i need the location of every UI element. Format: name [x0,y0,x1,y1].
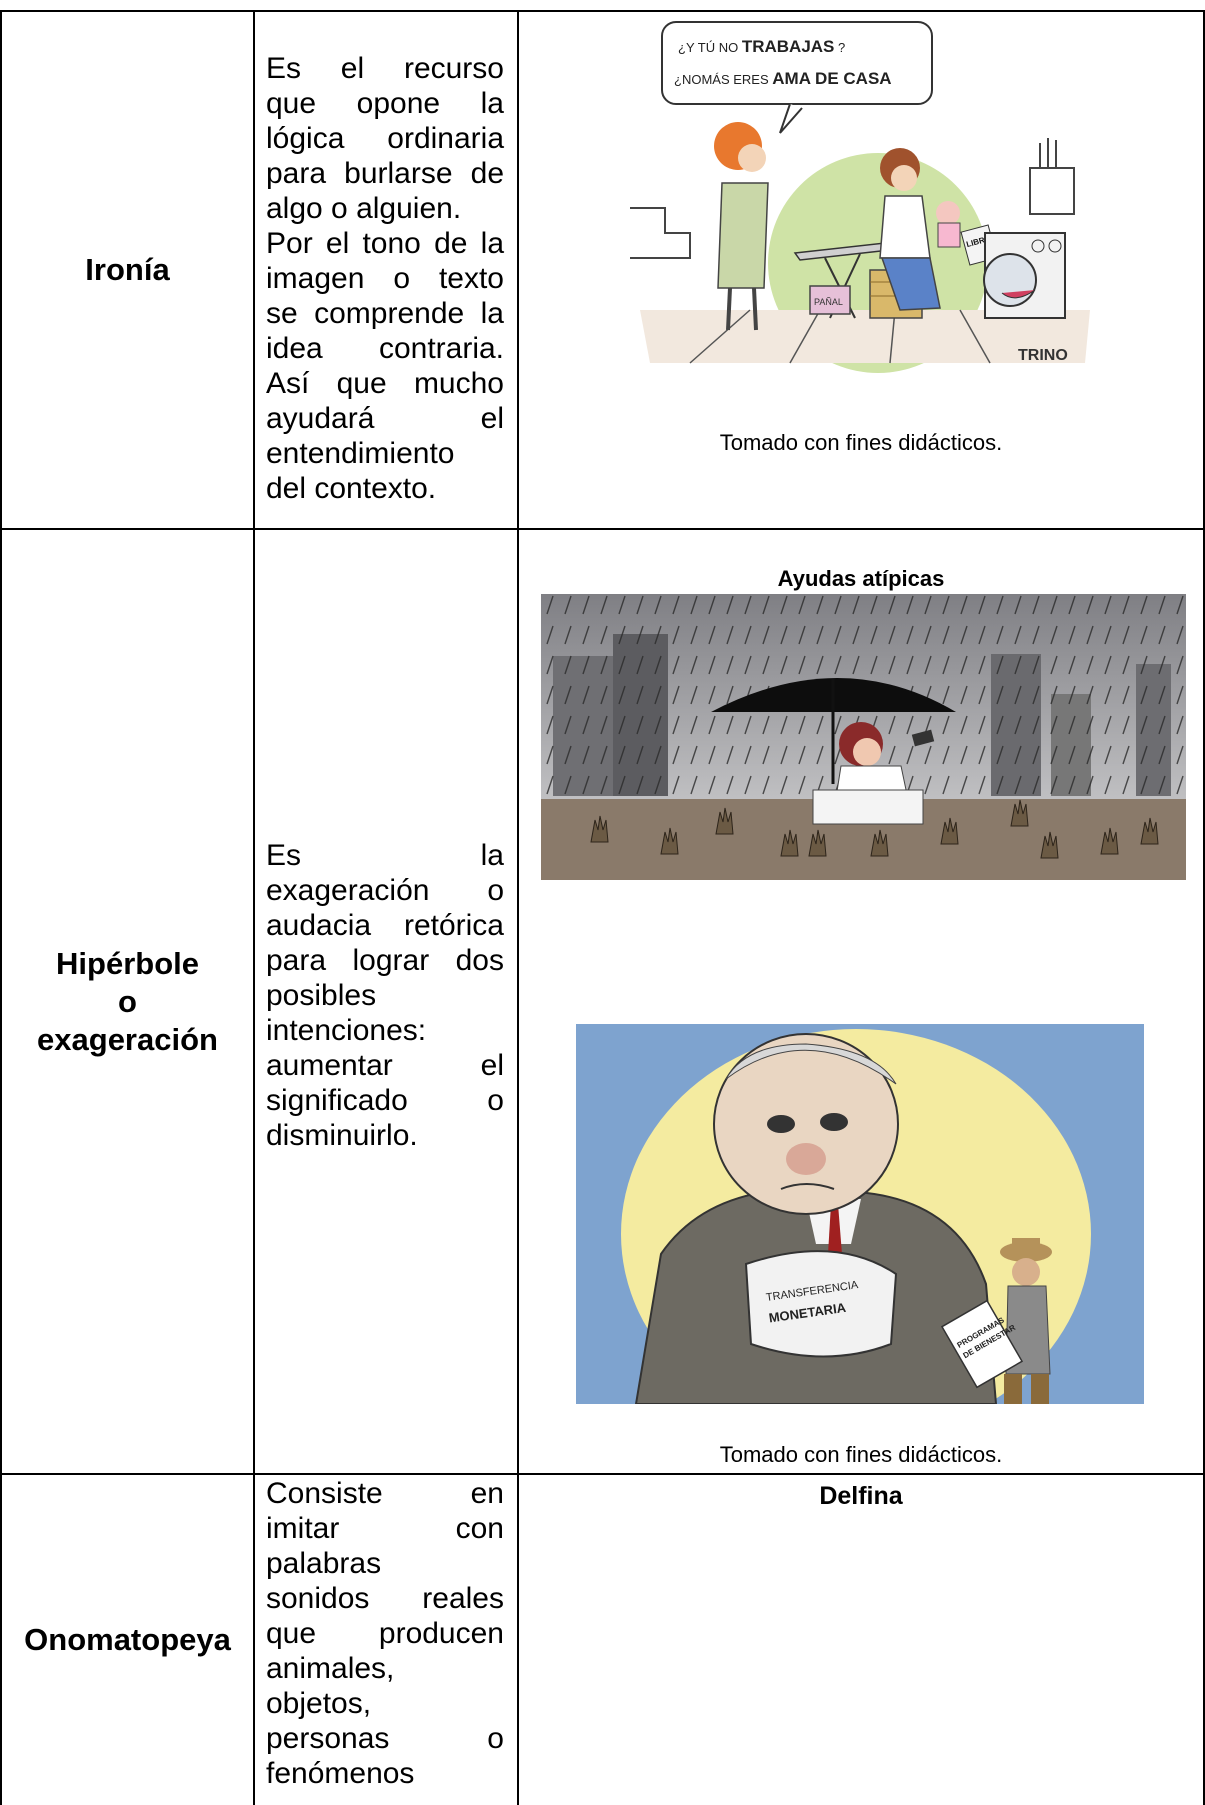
description-line: Por el tono de la [266,227,504,260]
description-line: Consiste en [266,1477,504,1510]
description-line: personas o [266,1722,504,1755]
description-line: exageración o [266,874,504,907]
description-line: algo o alguien. [266,192,462,225]
description-line: lógica ordinaria [266,122,504,155]
term-label-line: Hipérbole [56,945,199,981]
podium [812,789,924,825]
politician-cartoon-image: TRANSFERENCIA MONETARIA PROGRAMAS DE BIE… [576,1024,1144,1404]
description-line: significado o [266,1084,504,1117]
description-line: sonidos reales [266,1582,504,1615]
speech-line1-suffix: ? [838,40,845,55]
term-label: Onomatopeya [24,1622,231,1657]
description-line: objetos, [266,1687,372,1720]
description-line: animales, [266,1652,395,1685]
description-line: ayudará el [266,402,504,435]
term-cell-hiperbole: Hipérbole o exageración [2,530,253,1473]
rain-cartoon-image [541,594,1186,880]
description-line: palabras [266,1547,382,1580]
rain-cartoon-svg [541,594,1186,880]
hyperbole-caption-cell: Tomado con fines didácticos. [519,1442,1203,1472]
speech-bubble [661,21,933,105]
description-line: Es la [266,839,504,872]
svg-text:¿Y TÚ NO TRABAJAS: ¿Y TÚ NO TRABAJAS ? [678,37,845,56]
table-top-border [0,10,1205,12]
description-line: se comprende la [266,297,504,330]
term-label-line: o [118,983,137,1019]
description-line: intenciones: [266,1014,427,1047]
term-cell-onomatopeya: Onomatopeya [2,1475,253,1805]
money-bag [744,1250,898,1358]
description-cell-ironia: Es el recurso que opone la lógica ordina… [266,51,504,506]
cartoonist-signature: TRINO [1018,347,1068,364]
term-label-line: exageración [37,1021,218,1057]
description-line: para burlarse de [266,157,504,190]
description-line: imagen o texto [266,262,504,295]
description-line: idea contraria. [266,332,504,365]
term-cell-ironia: Ironía [2,12,253,528]
rain-cartoon-title: Ayudas atípicas [777,566,945,591]
svg-text:¿NOMÁS ERES AMA DE CAS: ¿NOMÁS ERES AMA DE CASA [674,69,892,88]
description-line: fenómenos [266,1757,415,1790]
description-cell-onomatopeya: Consiste en imitar con palabras sonidos … [266,1476,504,1791]
speech-line1-prefix: ¿Y TÚ NO [678,40,738,55]
irony-caption-cell: Tomado con fines didácticos. [519,430,1203,470]
description-line: para lograr dos [266,944,504,977]
image-caption: Tomado con fines didácticos. [719,430,1003,455]
description-line: que opone la [266,87,504,120]
description-line: imitar con [266,1512,504,1545]
description-line: del contexto. [266,472,437,505]
description-line: aumentar el [266,1049,504,1082]
column-divider-2 [517,10,519,1805]
description-line: Así que mucho [266,367,504,400]
column-divider-1 [253,10,255,1805]
description-line: que producen [266,1617,504,1650]
politician-head [713,1033,899,1215]
term-label: Ironía [85,252,170,287]
irony-cartoon-image: ¿Y TÚ NO TRABAJAS ? ¿NOMÁS ERES AMA DE C… [630,18,1095,378]
row-divider-1 [0,528,1205,530]
table-right-border [1203,10,1205,1805]
woman-dress [717,182,769,289]
description-line: Es el recurso [266,52,504,85]
table-left-border [0,10,2,1805]
speech-line2-prefix: ¿NOMÁS ERES [674,72,769,87]
description-line: entendimiento [266,437,455,470]
speech-line1-bold: TRABAJAS [742,37,835,56]
bag-label: PAÑAL [814,297,843,307]
description-line: posibles [266,979,377,1012]
onomatopeya-image-title: Delfina [819,1482,903,1510]
description-line: audacia retórica [266,909,504,942]
housewife-cartoon-svg: ¿Y TÚ NO TRABAJAS ? ¿NOMÁS ERES AMA DE C… [630,21,1090,373]
floor [640,310,1090,363]
description-line: disminuirlo. [266,1119,418,1152]
speech-line2-bold: AMA DE CASA [772,69,891,88]
description-cell-hiperbole: Es la exageración o audacia retórica par… [266,838,504,1153]
program-sign [940,1299,1024,1389]
image-caption: Tomado con fines didácticos. [719,1442,1003,1467]
row-divider-2 [0,1473,1205,1475]
politician-cartoon-svg: TRANSFERENCIA MONETARIA PROGRAMAS DE BIE… [576,1024,1144,1404]
